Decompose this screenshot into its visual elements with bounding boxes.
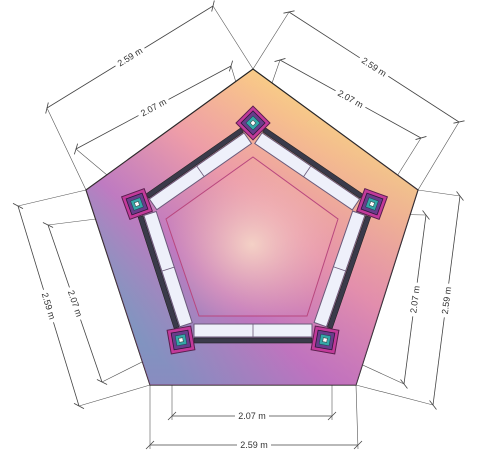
corner-post bbox=[166, 325, 196, 355]
dimension-text: 2.59 m bbox=[240, 440, 268, 450]
bench-group bbox=[137, 127, 371, 344]
bench-rail bbox=[326, 215, 371, 330]
extension-line bbox=[355, 384, 434, 406]
bench-segment bbox=[254, 127, 364, 211]
label-background bbox=[112, 42, 148, 71]
dimension-text: 2.07 m bbox=[408, 285, 421, 314]
post-center bbox=[178, 337, 184, 343]
post-center bbox=[369, 201, 375, 207]
label-background bbox=[235, 410, 269, 421]
dimension-text: 2.59 m bbox=[116, 46, 145, 69]
inner-dimension-label: 2.07 m bbox=[333, 85, 369, 112]
dimension-text: 2.07 m bbox=[238, 411, 266, 421]
bench-segment bbox=[137, 210, 193, 329]
dimension-text: 2.07 m bbox=[139, 97, 168, 119]
bench-segment bbox=[193, 323, 313, 344]
inner-dimension-label: 2.07 m bbox=[135, 94, 171, 120]
post-center bbox=[322, 337, 328, 343]
corner-post bbox=[355, 187, 389, 221]
label-background bbox=[135, 94, 171, 120]
dimension-text: 2.07 m bbox=[336, 88, 365, 110]
dimension-text: 2.59 m bbox=[360, 55, 389, 78]
post-center bbox=[249, 119, 257, 127]
bench-joint bbox=[161, 266, 175, 272]
label-background bbox=[333, 85, 369, 112]
extension-line bbox=[212, 5, 254, 70]
extension-line bbox=[355, 384, 359, 450]
label-background bbox=[38, 287, 60, 324]
corner-post bbox=[120, 187, 154, 221]
label-background bbox=[357, 52, 392, 81]
outer-dimension-label: 2.59 m bbox=[438, 282, 454, 319]
inner-dimension-label: 2.07 m bbox=[235, 410, 269, 421]
label-background bbox=[237, 439, 271, 450]
inner-dimension-label: 2.07 m bbox=[406, 281, 423, 318]
bench-joint bbox=[333, 266, 346, 272]
label-background bbox=[438, 282, 454, 319]
bench-joint bbox=[303, 165, 312, 177]
dimension-text: 2.59 m bbox=[40, 291, 58, 320]
bench-segment bbox=[145, 127, 253, 211]
outer-dimension-label: 2.59 m bbox=[357, 52, 392, 81]
extension-line bbox=[78, 384, 151, 407]
extension-line bbox=[17, 189, 87, 207]
extension-line bbox=[417, 121, 460, 191]
dimension-text: 2.07 m bbox=[66, 289, 84, 318]
dimension-text: 2.59 m bbox=[440, 286, 453, 315]
outer-dimension-label: 2.59 m bbox=[38, 287, 60, 324]
outer-dimension-label: 2.59 m bbox=[237, 439, 271, 450]
extension-line bbox=[252, 11, 290, 70]
bench-joint bbox=[196, 165, 205, 177]
label-background bbox=[406, 281, 423, 318]
floor-inner-pentagon bbox=[165, 156, 339, 317]
post-center bbox=[134, 201, 140, 207]
corner-post bbox=[235, 105, 271, 141]
extension-line bbox=[417, 189, 461, 197]
extension-line bbox=[46, 107, 87, 191]
outer-dimension-label: 2.59 m bbox=[112, 42, 148, 71]
bench-rail bbox=[193, 337, 313, 344]
dimension-tick bbox=[211, 0, 215, 12]
inner-dimension-label: 2.07 m bbox=[64, 285, 87, 322]
label-background bbox=[64, 285, 87, 322]
bench-segment bbox=[313, 210, 371, 330]
bench-rail bbox=[137, 215, 180, 329]
post-group bbox=[120, 105, 389, 355]
corner-post bbox=[310, 325, 340, 355]
